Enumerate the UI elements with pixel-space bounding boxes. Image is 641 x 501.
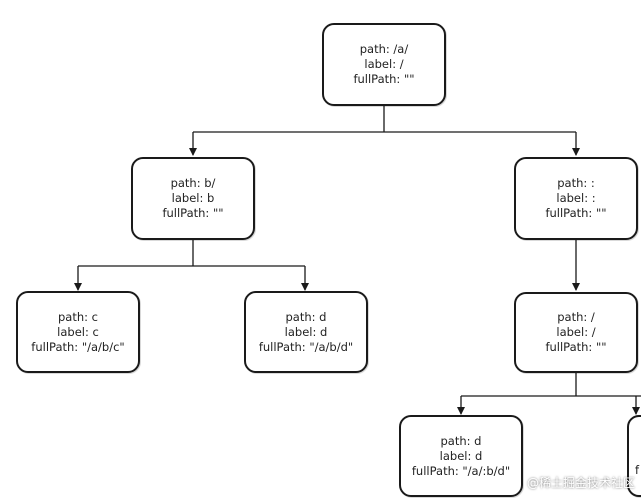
node-slash: path: / label: / fullPath: "" [514,292,638,373]
node-fullpath: f [635,462,640,477]
node-label: label: d [284,324,328,339]
node-fullpath: fullPath: "/a/b/d" [258,339,354,354]
node-label: label: d [439,448,483,463]
node-fullpath: fullPath: "/a/b/c" [31,339,125,354]
node-label: label: c [57,324,99,339]
watermark: @稀土掘金技术社区 [526,476,635,490]
node-path: path: b/ [170,176,216,190]
node-path: path: : [557,176,595,190]
node-b: path: b/ label: b fullPath: "" [131,157,255,240]
node-c: path: c label: c fullPath: "/a/b/c" [16,291,140,373]
node-label: label: b [171,191,215,205]
node-label: label: / [364,57,404,71]
node-path: path: c [58,309,98,324]
node-d2: path: d label: d fullPath: "/a/:b/d" [399,415,523,497]
node-fullpath: fullPath: "/a/:b/d" [411,463,511,478]
node-fullpath: fullPath: "" [545,340,607,354]
node-colon: path: : label: : fullPath: "" [514,157,638,240]
node-path: path: / [557,310,595,324]
node-path: path: d [285,309,327,324]
node-path: path: /a/ [359,42,409,56]
node-cut-off: f [627,415,641,497]
node-root: path: /a/ label: / fullPath: "" [322,23,446,106]
node-fullpath: fullPath: "" [162,206,224,220]
node-label: label: / [556,325,596,339]
node-label: label: : [556,191,596,205]
node-fullpath: fullPath: "" [353,72,415,86]
node-fullpath: fullPath: "" [545,206,607,220]
node-d: path: d label: d fullPath: "/a/b/d" [244,291,368,373]
node-path: path: d [440,433,482,448]
